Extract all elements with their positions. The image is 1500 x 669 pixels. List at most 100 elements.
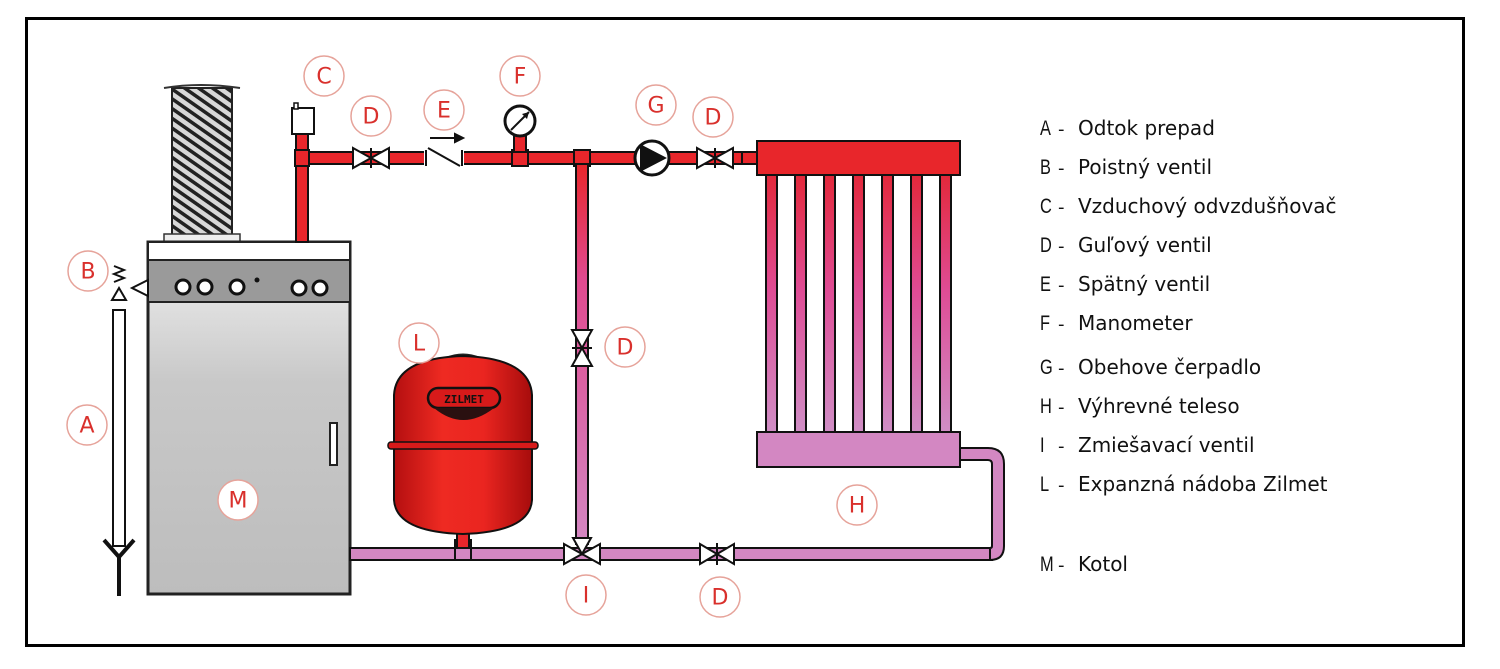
legend-key: C xyxy=(1040,195,1052,218)
callout-letter: G xyxy=(647,94,664,119)
callout-l: L xyxy=(398,322,440,364)
callout-g: G xyxy=(635,84,677,126)
callout-m: M xyxy=(217,479,259,521)
manometer xyxy=(503,104,537,153)
callouts: A B C D E F G D D L M I D H xyxy=(66,55,878,618)
callout-letter: B xyxy=(80,260,95,285)
callout-a: A xyxy=(66,404,108,446)
legend-item: M-Kotol xyxy=(1040,552,1128,582)
callout-ring xyxy=(499,55,541,97)
legend-separator: - xyxy=(1058,158,1065,179)
legend-label: Výhrevné teleso xyxy=(1078,394,1240,418)
callout-ring xyxy=(303,55,345,97)
legend-key: B xyxy=(1040,156,1051,179)
boiler-control-knobs xyxy=(174,278,329,297)
legend-label: Spätný ventil xyxy=(1078,272,1211,296)
callout-letter: C xyxy=(316,65,331,90)
radiator-column xyxy=(794,173,807,435)
legend-key: E xyxy=(1040,273,1051,296)
callout-ring xyxy=(635,84,677,126)
ball-valve-vertical xyxy=(570,329,594,367)
callout-ring xyxy=(699,576,741,618)
callout-letter: H xyxy=(849,494,866,519)
air-vent xyxy=(291,102,315,151)
callout-ring xyxy=(836,484,878,526)
callout-ring xyxy=(565,574,607,616)
radiator-column xyxy=(910,173,923,435)
legend-key: G xyxy=(1040,356,1053,379)
callout-letter: L xyxy=(413,332,426,357)
legend-separator: - xyxy=(1058,236,1065,257)
legend-item: A-Odtok prepad xyxy=(1040,116,1215,146)
radiator-column xyxy=(939,173,952,435)
callout-ring xyxy=(604,326,646,368)
legend-key: I xyxy=(1040,434,1045,457)
legend-item: B-Poistný ventil xyxy=(1040,155,1212,185)
legend-separator: - xyxy=(1058,314,1065,335)
safety-valve xyxy=(110,265,149,301)
radiator-columns xyxy=(765,173,952,435)
callout-ring xyxy=(66,404,108,446)
radiator-column xyxy=(881,173,894,435)
callout-d1: D xyxy=(350,95,392,137)
radiator-column xyxy=(852,173,865,435)
ball-valve-top-right xyxy=(696,146,734,170)
callout-b: B xyxy=(67,250,109,292)
overflow-drain xyxy=(102,309,136,596)
legend-key: H xyxy=(1040,395,1052,418)
callout-ring xyxy=(692,96,734,138)
legend-label: Poistný ventil xyxy=(1078,155,1213,179)
callout-letter: E xyxy=(437,99,451,124)
callout-ring xyxy=(217,479,259,521)
callout-c: C xyxy=(303,55,345,97)
callout-e: E xyxy=(423,89,465,131)
callout-letter: M xyxy=(229,489,248,514)
legend-separator: - xyxy=(1058,436,1065,457)
ball-valve-top-left xyxy=(352,146,390,170)
legend-item: I-Zmiešavací ventil xyxy=(1040,433,1255,463)
legend-item: G-Obehove čerpadlo xyxy=(1040,355,1261,385)
legend-separator: - xyxy=(1058,358,1065,379)
legend-separator: - xyxy=(1058,397,1065,418)
callout-h: H xyxy=(836,484,878,526)
radiator xyxy=(741,140,961,468)
callout-letter: D xyxy=(363,105,380,130)
legend-key: L xyxy=(1040,473,1050,496)
callout-letter: D xyxy=(617,336,634,361)
callout-letter: F xyxy=(514,65,527,90)
legend-label: Obehove čerpadlo xyxy=(1078,355,1262,379)
legend-item: F-Manometer xyxy=(1040,311,1193,341)
circulation-pump xyxy=(633,139,671,177)
tank-brand-label: ZILMET xyxy=(444,393,484,406)
legend-key: D xyxy=(1040,234,1052,257)
radiator-column xyxy=(823,173,836,435)
legend-label: Vzduchový odvzdušňovač xyxy=(1078,194,1337,218)
ball-valve-bottom xyxy=(699,542,735,566)
return-pipe xyxy=(349,447,1005,562)
check-valve xyxy=(424,132,466,167)
callout-i: I xyxy=(565,574,607,616)
callout-ring xyxy=(67,250,109,292)
legend-key: M xyxy=(1040,553,1054,576)
legend-separator: - xyxy=(1058,197,1065,218)
expansion-tank: ZILMET xyxy=(387,353,539,549)
callout-letter: D xyxy=(705,106,722,131)
legend-label: Odtok prepad xyxy=(1078,116,1215,140)
callout-ring xyxy=(398,322,440,364)
callout-d3: D xyxy=(604,326,646,368)
legend-label: Manometer xyxy=(1078,311,1193,335)
chimney xyxy=(163,84,241,243)
callout-letter: A xyxy=(79,414,94,439)
legend-label: Zmiešavací ventil xyxy=(1078,433,1255,457)
boiler-door-handle xyxy=(329,422,338,466)
legend-separator: - xyxy=(1058,475,1065,496)
legend-separator: - xyxy=(1058,119,1065,140)
callout-d4: D xyxy=(699,576,741,618)
callout-letter: D xyxy=(712,586,729,611)
callout-ring xyxy=(350,95,392,137)
legend-item: D-Guľový ventil xyxy=(1040,233,1212,263)
legend-item: H-Výhrevné teleso xyxy=(1040,394,1240,424)
legend-separator: - xyxy=(1058,275,1065,296)
callout-d2: D xyxy=(692,96,734,138)
mixing-valve xyxy=(563,537,601,566)
